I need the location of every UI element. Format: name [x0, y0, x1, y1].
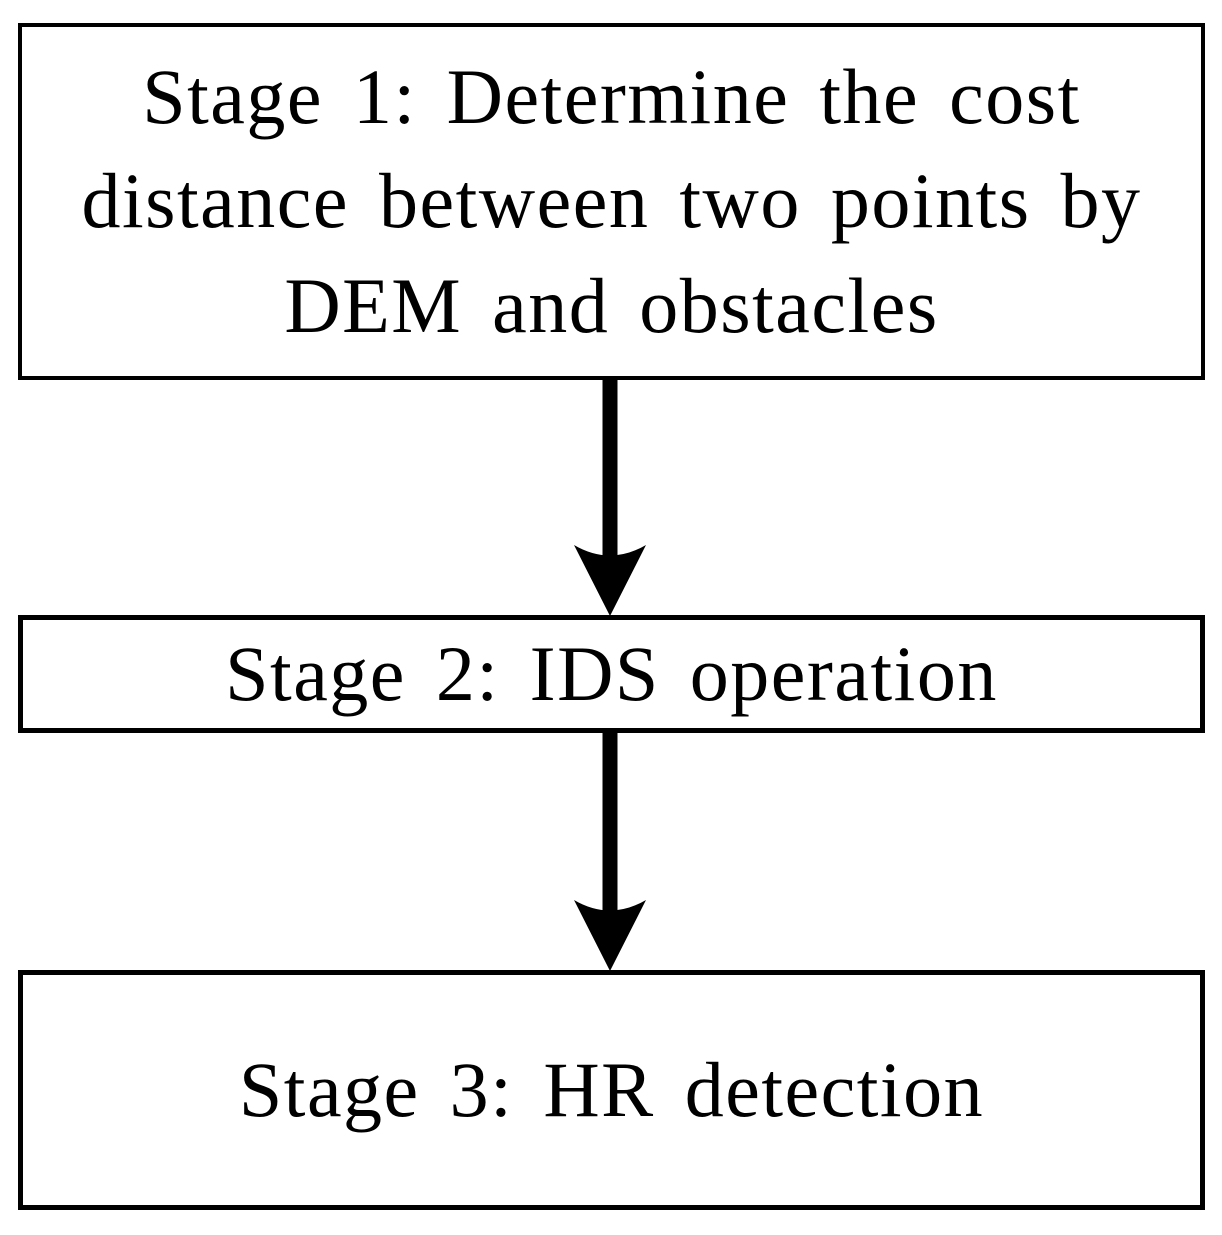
arrow-down-stage2-to-stage3-icon	[574, 733, 646, 971]
stage-1-label-line-1: Stage 1: Determine the cost	[142, 52, 1081, 140]
stage-3-box: Stage 3: HR detection	[18, 970, 1205, 1210]
stage-1-label-line-3: DEM and obstacles	[284, 261, 939, 349]
stage-2-label: Stage 2: IDS operation	[225, 629, 998, 717]
stage-2-box: Stage 2: IDS operation	[18, 615, 1205, 733]
stage-1-box: Stage 1: Determine the cost distance bet…	[18, 23, 1205, 380]
stage-1-label-line-2: distance between two points by	[81, 157, 1142, 245]
arrow-down-stage1-to-stage2-icon	[574, 378, 646, 616]
stage-3-label: Stage 3: HR detection	[238, 1045, 985, 1133]
